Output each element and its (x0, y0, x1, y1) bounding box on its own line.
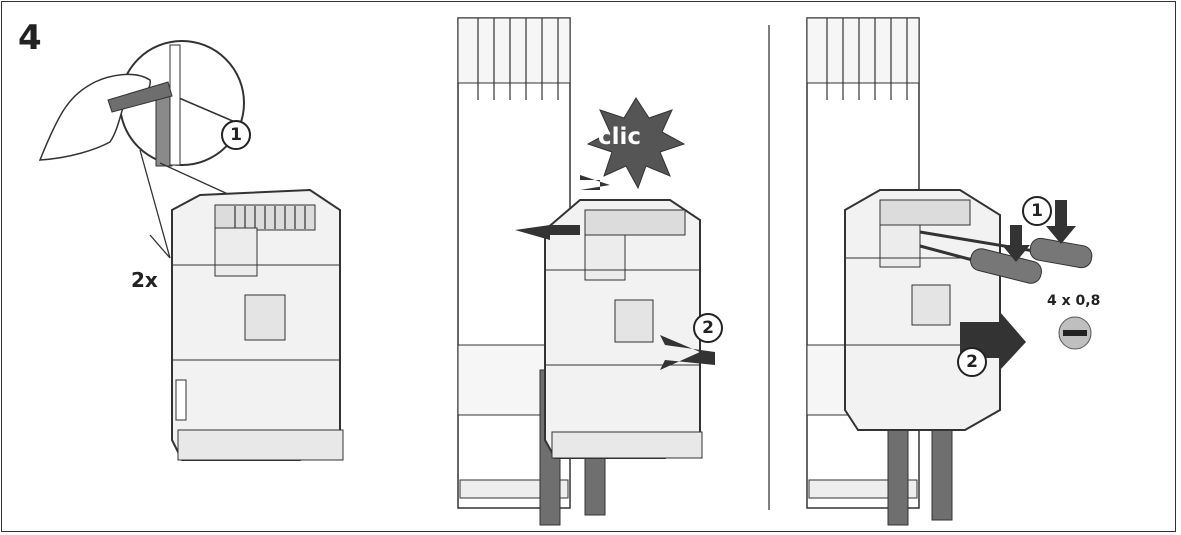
panel-1-magnifier (119, 40, 245, 167)
din-rail-panel-2 (457, 17, 571, 509)
callout-line-c (149, 234, 171, 259)
cables-panel-3 (887, 399, 953, 526)
clic-label: clic (598, 124, 642, 150)
panel-3-step-2-number: 2 (957, 347, 987, 377)
arrows-panel-2 (515, 175, 715, 370)
module-panel-3 (844, 189, 1001, 431)
module-panel-1 (171, 188, 344, 461)
tool-spec-label: 4 x 0,8 (1047, 293, 1101, 309)
panel-2-step-number: 2 (693, 313, 723, 343)
step-number: 4 (18, 18, 42, 58)
clic-burst-icon (586, 97, 686, 190)
quantity-label: 2x (131, 268, 158, 292)
callout-line-a (159, 162, 231, 196)
callout-line-b (139, 149, 171, 259)
panel-3-step-1-number: 1 (1022, 196, 1052, 226)
flat-screwdriver-slot-icon (1058, 316, 1092, 350)
module-panel-2 (544, 199, 703, 459)
hand-with-tool-icon (38, 73, 173, 161)
callout-number-1: 1 (221, 120, 251, 150)
